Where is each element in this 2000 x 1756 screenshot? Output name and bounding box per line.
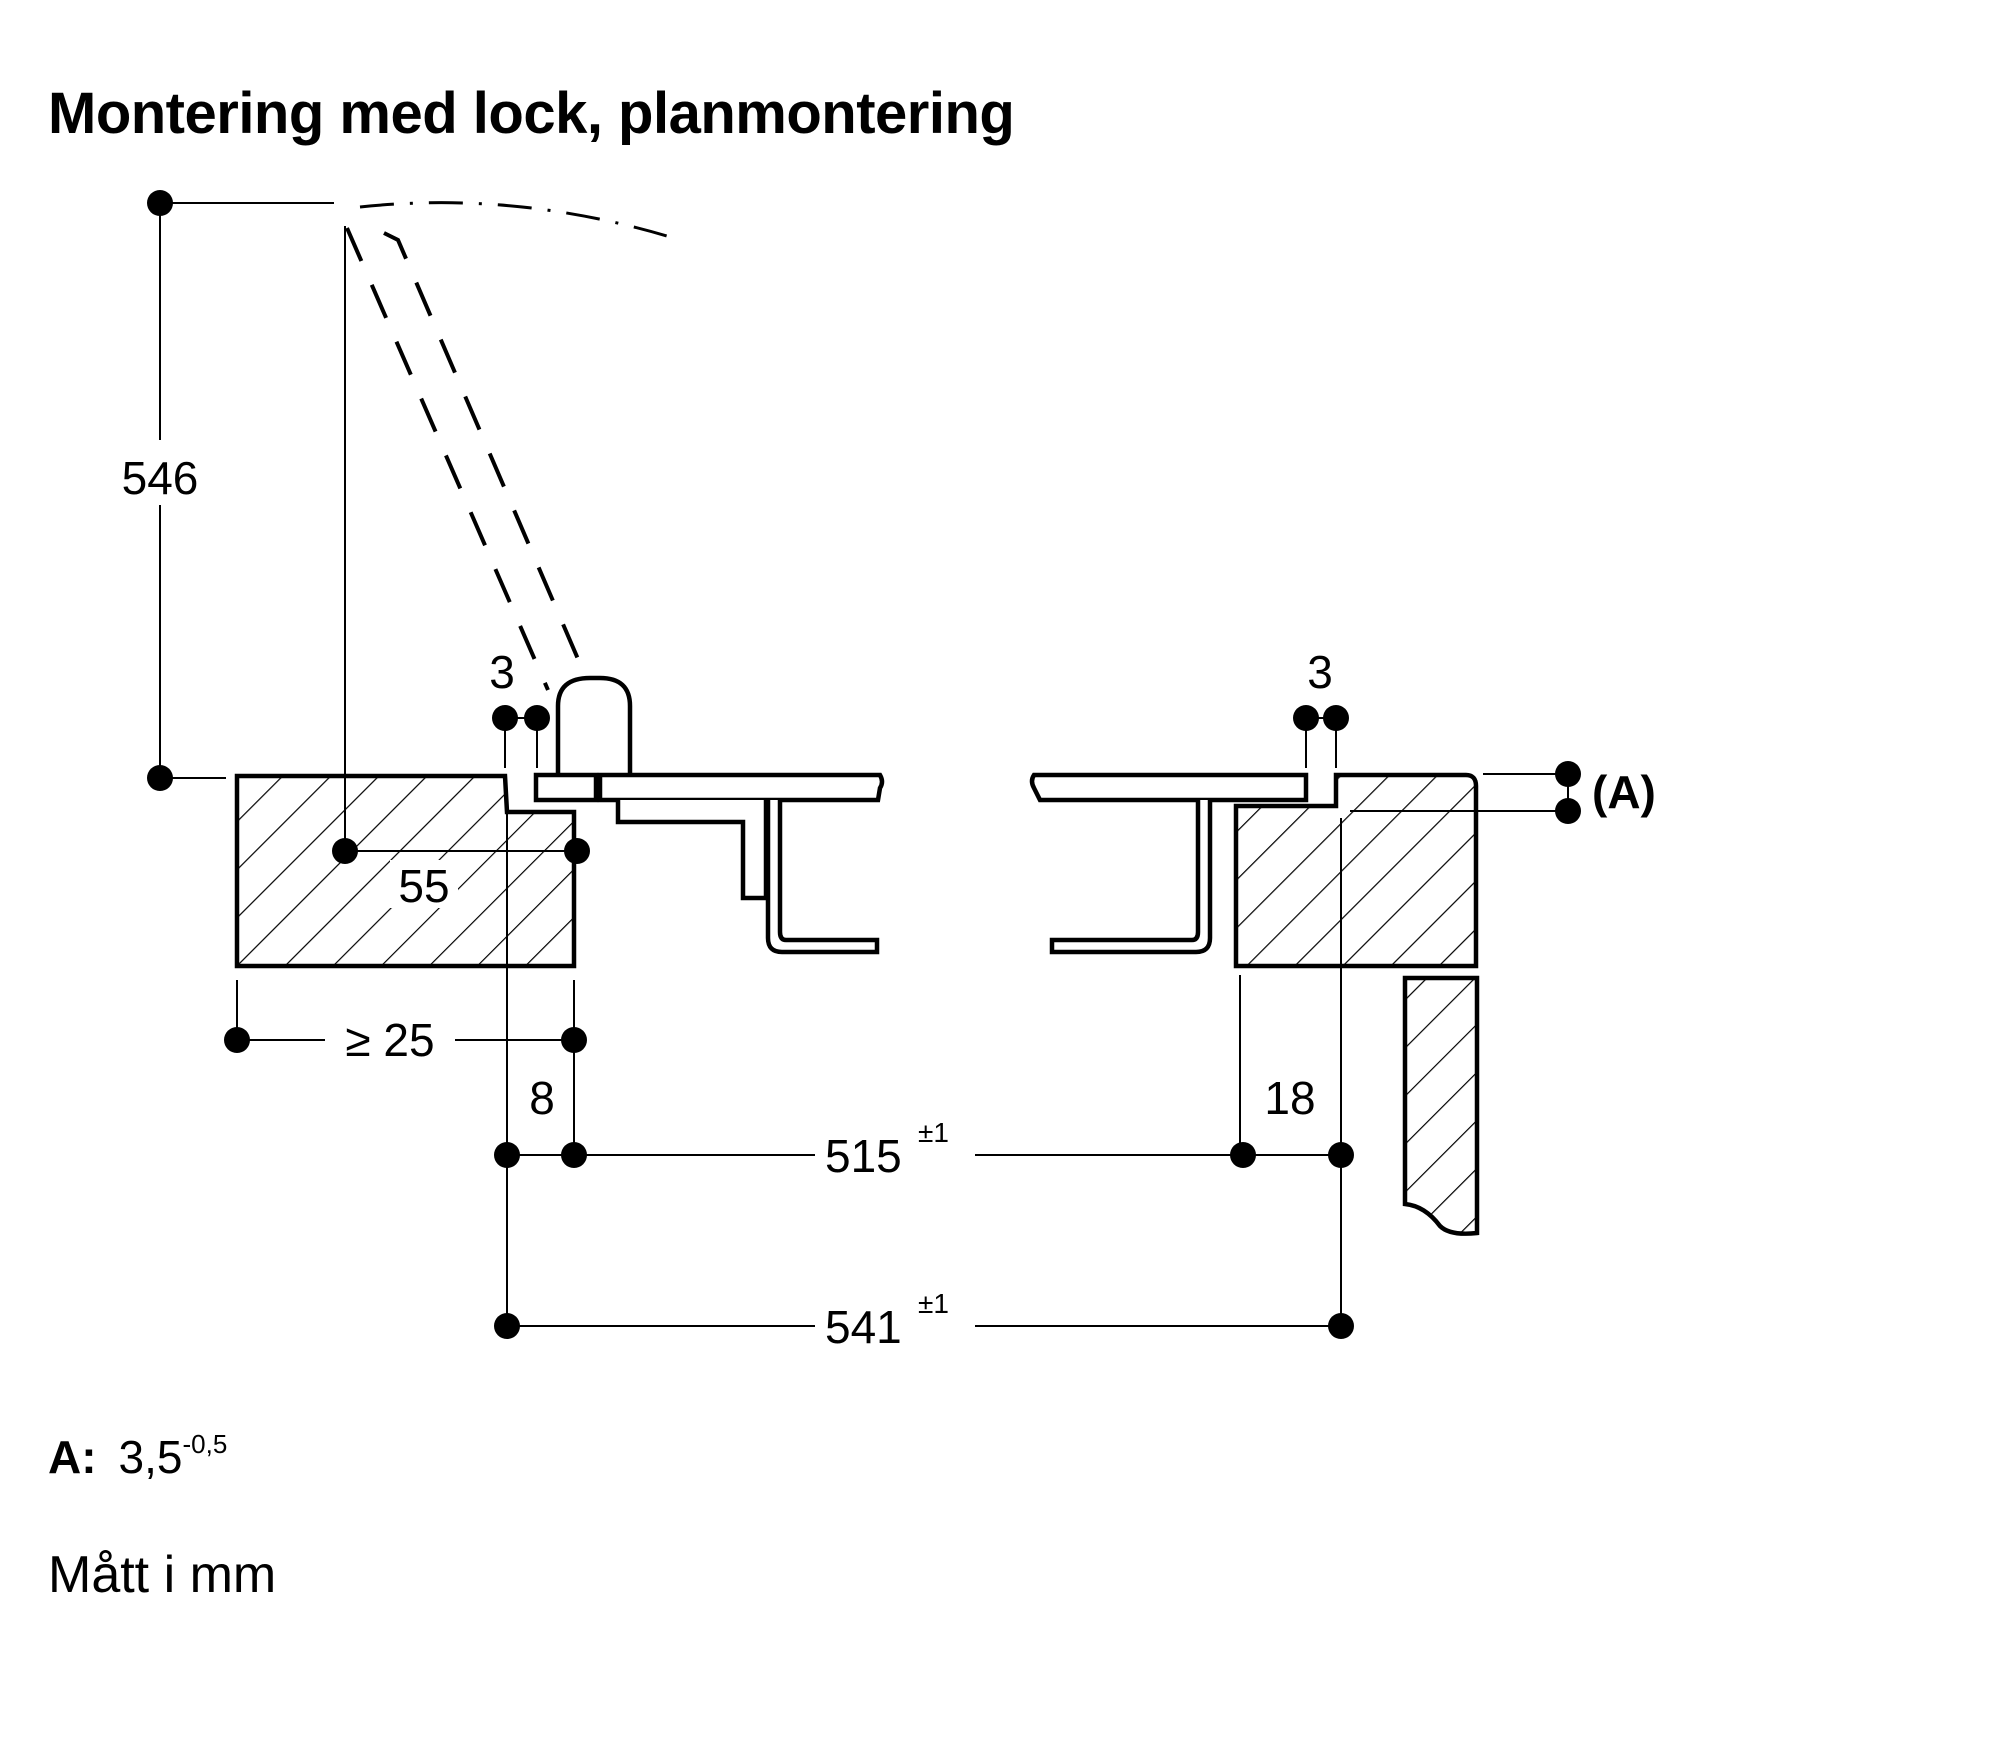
open-lid-outline-outer bbox=[383, 231, 589, 681]
dimension-dot bbox=[1323, 705, 1349, 731]
dimension-tolerance-541: ±1 bbox=[918, 1288, 949, 1319]
legend-a: A: 3,5-0,5 bbox=[48, 1428, 228, 1484]
cabinet-side-panel bbox=[1402, 975, 1480, 1236]
dimension-label-515: 515 bbox=[825, 1130, 902, 1182]
lid-swing-arc bbox=[359, 201, 681, 242]
dimension-dot bbox=[147, 765, 173, 791]
dimension-dot bbox=[524, 705, 550, 731]
dimension-dot bbox=[494, 1142, 520, 1168]
dimension-dot bbox=[494, 1313, 520, 1339]
dimension-dot bbox=[1555, 798, 1581, 824]
left-mounting-clip bbox=[765, 800, 880, 955]
left-glass-panel bbox=[597, 772, 885, 803]
dimension-dot bbox=[561, 1142, 587, 1168]
left-support-bracket bbox=[615, 800, 769, 901]
page-title: Montering med lock, planmontering bbox=[48, 81, 1015, 146]
units-note: Mått i mm bbox=[48, 1546, 277, 1604]
right-countertop bbox=[1233, 772, 1479, 969]
dimension-dot bbox=[1328, 1313, 1354, 1339]
legend-a-value: 3,5 bbox=[118, 1431, 183, 1483]
dimension-label-541: 541 bbox=[825, 1301, 902, 1353]
dimension-label-25: ≥ 25 bbox=[345, 1014, 434, 1066]
dimension-label-8: 8 bbox=[529, 1072, 555, 1124]
dimension-dot bbox=[561, 1027, 587, 1053]
right-glass-panel bbox=[1029, 772, 1309, 803]
dimension-dot bbox=[1230, 1142, 1256, 1168]
label-bg bbox=[390, 860, 458, 908]
dimension-dot bbox=[147, 190, 173, 216]
dimension-dot bbox=[564, 838, 590, 864]
dimension-label-55: 55 bbox=[398, 860, 449, 912]
dimension-label-18: 18 bbox=[1264, 1072, 1315, 1124]
open-lid-outline-inner bbox=[345, 227, 550, 691]
dimension-tolerance-515: ±1 bbox=[918, 1117, 949, 1148]
dimension-dot bbox=[1555, 761, 1581, 787]
dimension-dot bbox=[1293, 705, 1319, 731]
dimension-label-3-right: 3 bbox=[1307, 646, 1333, 698]
dimension-dot bbox=[332, 838, 358, 864]
dimension-label-a: (A) bbox=[1592, 766, 1656, 818]
dimension-dot bbox=[224, 1027, 250, 1053]
right-mounting-clip bbox=[1049, 800, 1213, 955]
dimension-label-546: 546 bbox=[122, 452, 199, 504]
left-trim-strip bbox=[533, 772, 599, 803]
dimension-dot bbox=[1328, 1142, 1354, 1168]
dimension-dot bbox=[492, 705, 518, 731]
legend-a-tolerance: -0,5 bbox=[182, 1428, 228, 1459]
dimension-label-3-left: 3 bbox=[489, 646, 515, 698]
legend-a-key: A: bbox=[48, 1431, 97, 1483]
lid-hinge bbox=[555, 675, 633, 775]
